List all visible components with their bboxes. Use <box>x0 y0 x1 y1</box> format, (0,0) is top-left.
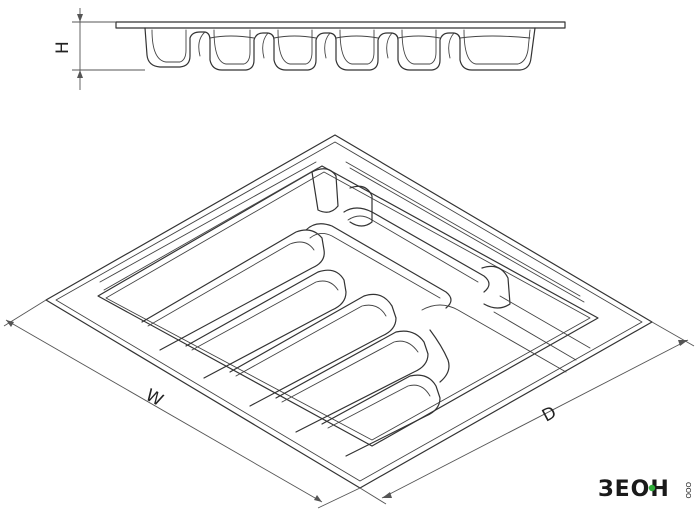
logo-text: ЗЕОН <box>598 477 670 502</box>
height-dimension: H <box>53 8 145 90</box>
depth-label: D <box>539 403 560 427</box>
depth-dimension: D <box>359 321 695 505</box>
width-dimension: W <box>3 299 361 509</box>
height-label: H <box>53 41 73 54</box>
isometric-tray-view <box>45 134 653 489</box>
width-label: W <box>142 385 166 411</box>
logo-power-icon <box>648 484 656 492</box>
zeon-logo: ЗЕОН ООО <box>598 477 692 502</box>
logo-subtext: ООО <box>684 482 692 499</box>
side-elevation-view <box>115 21 566 71</box>
